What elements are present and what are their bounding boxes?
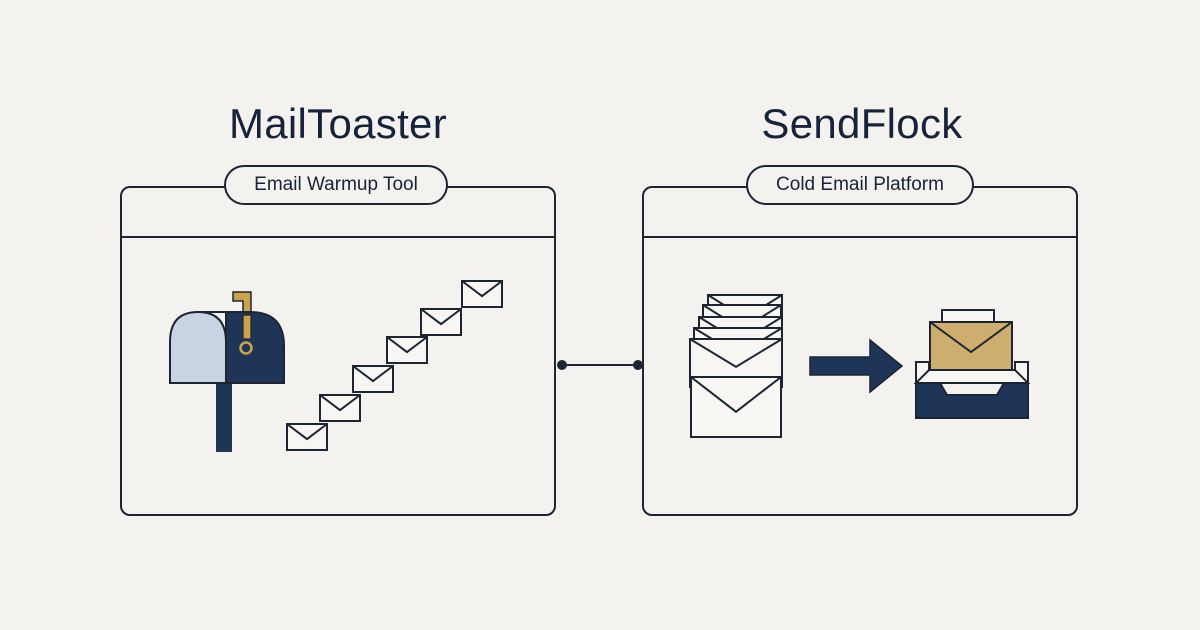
envelope-icon — [690, 376, 782, 438]
envelope-icon — [352, 365, 394, 393]
connector-dot-right — [633, 360, 643, 370]
envelope-icon — [461, 280, 503, 308]
panel-header-divider — [122, 236, 554, 238]
mailtoaster-subtitle-pill: Email Warmup Tool — [224, 165, 448, 205]
connector-dot-left — [557, 360, 567, 370]
envelope-icon — [286, 423, 328, 451]
sendflock-subtitle-pill: Cold Email Platform — [746, 165, 974, 205]
envelope-icon — [386, 336, 428, 364]
envelope-icon — [319, 394, 361, 422]
panel-header-divider — [644, 236, 1076, 238]
mailtoaster-title: MailToaster — [228, 100, 448, 147]
envelope-icon — [420, 308, 462, 336]
sendflock-title: SendFlock — [761, 100, 963, 147]
